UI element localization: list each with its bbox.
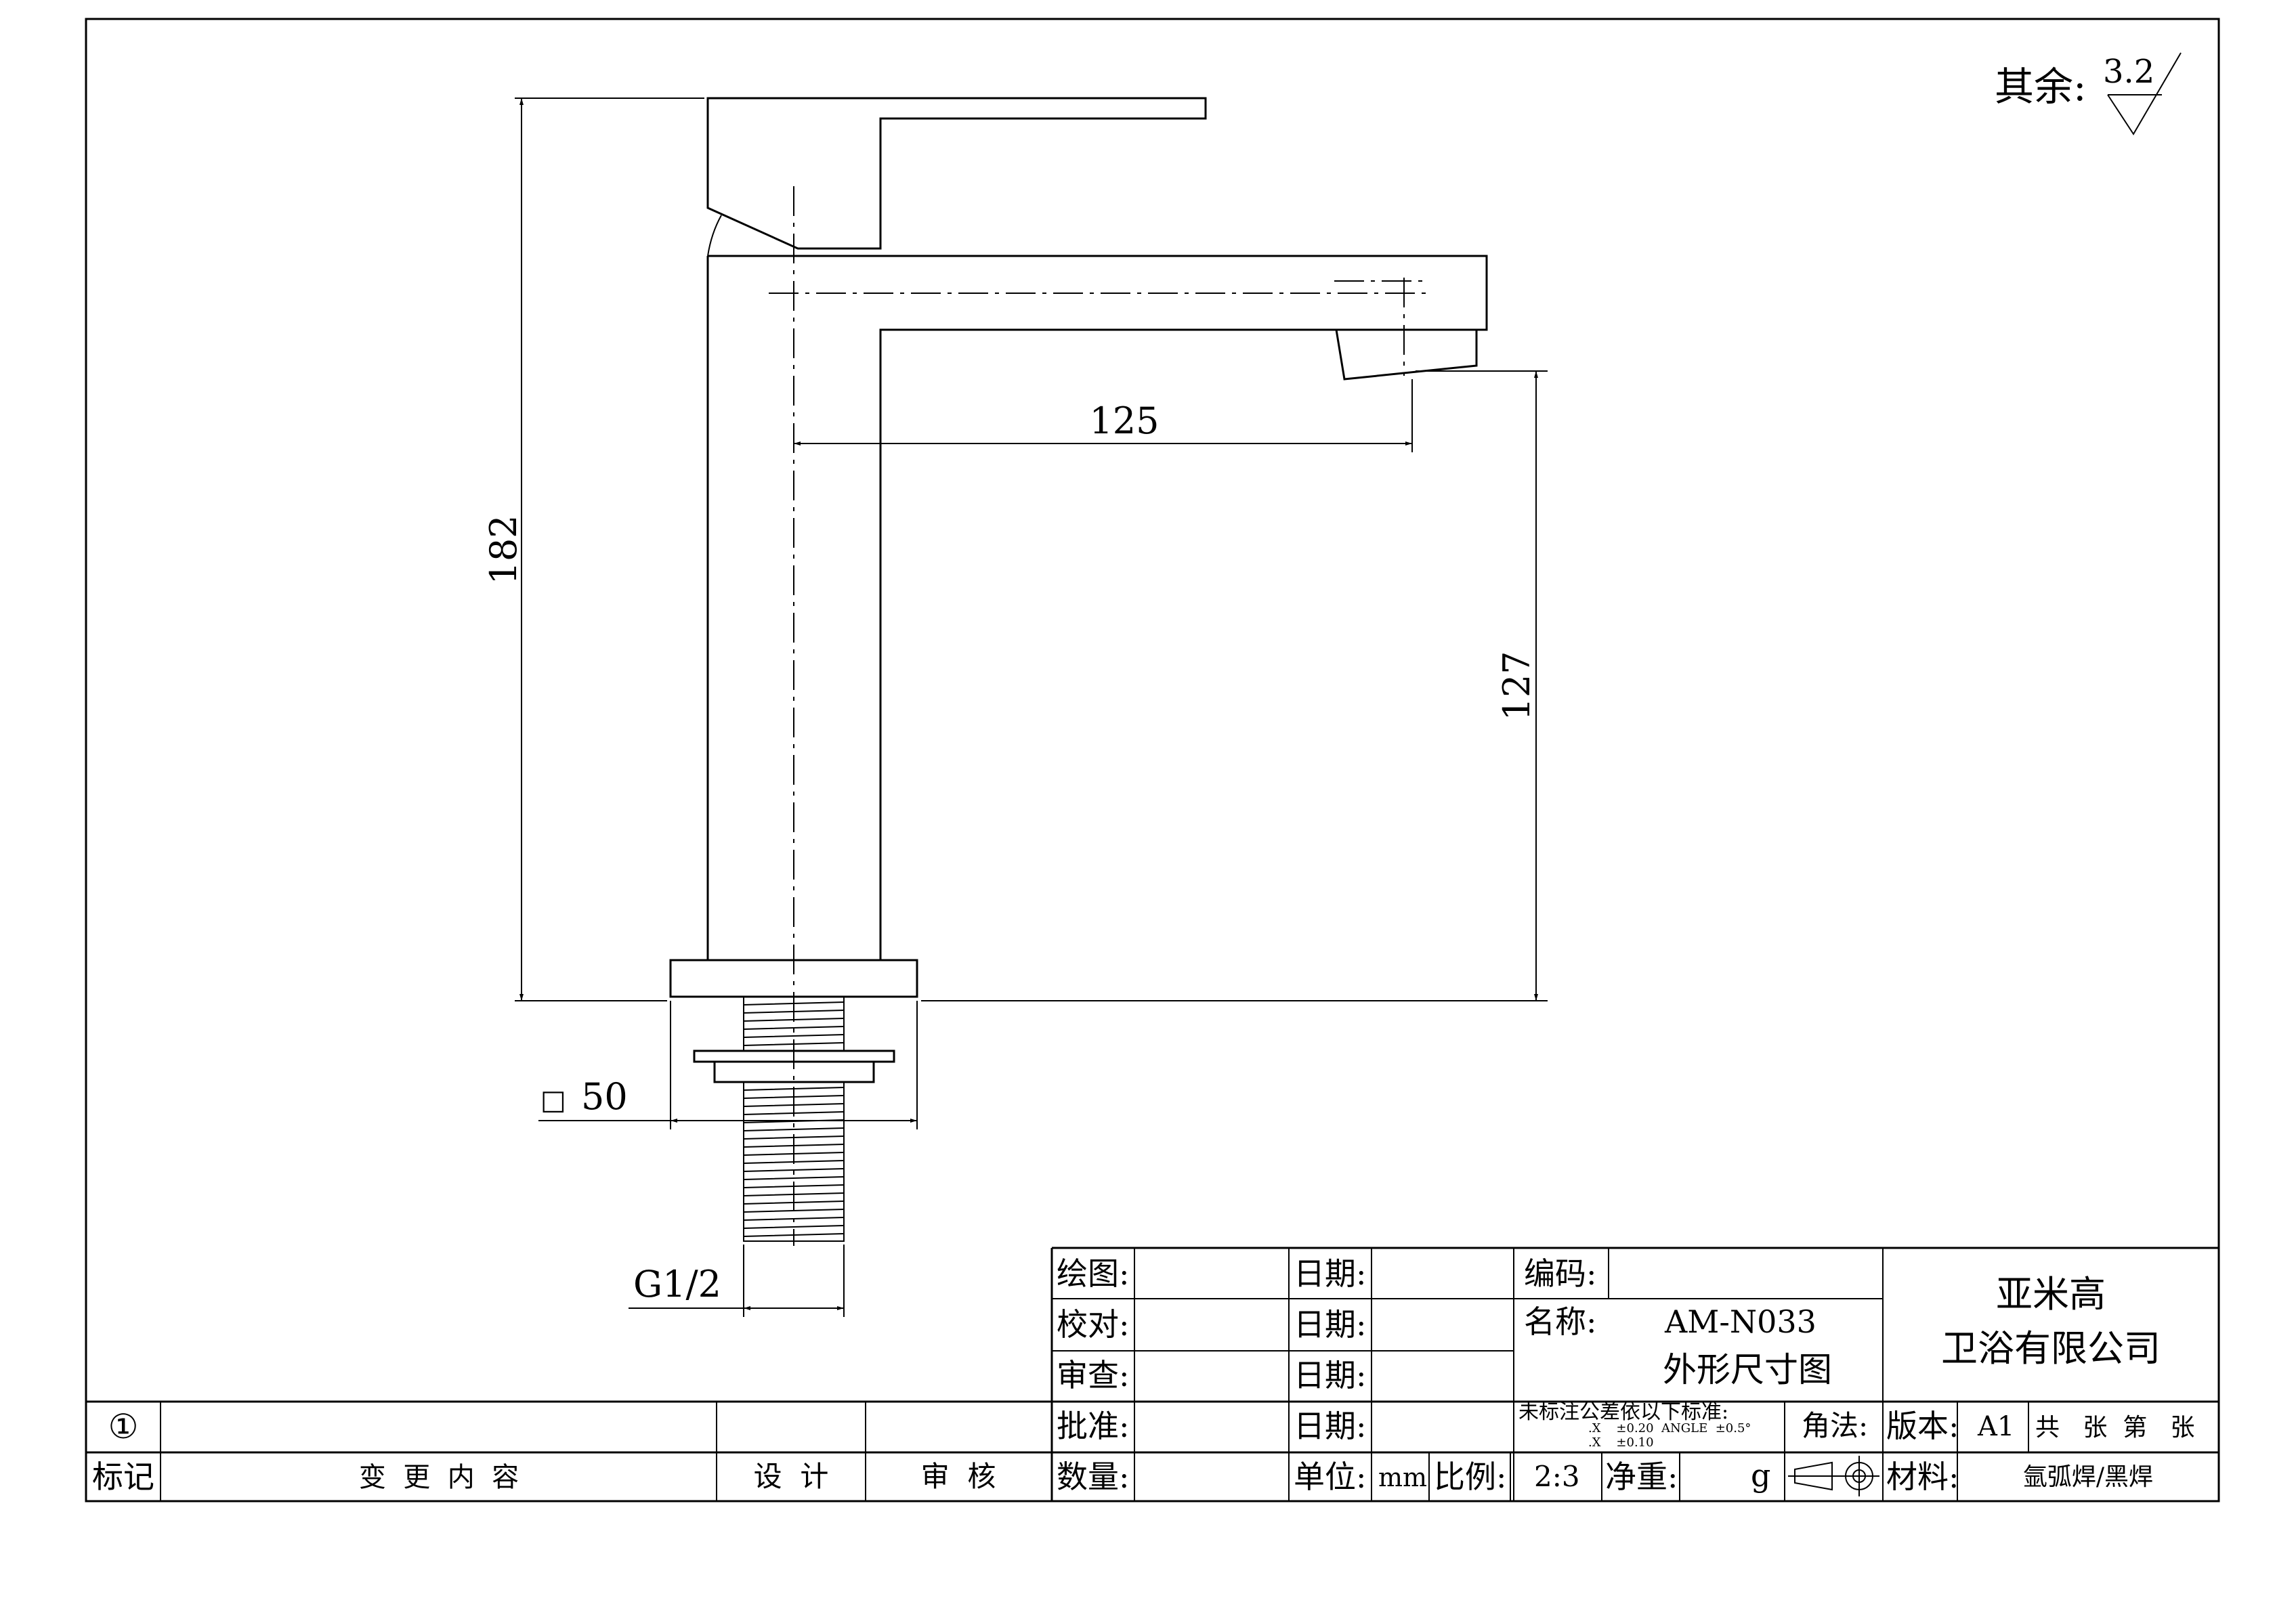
drawing-title: 外形尺寸图	[1663, 1350, 1832, 1389]
tolerance-row2: .X ±0.10	[1588, 1435, 1654, 1450]
faucet-body	[669, 97, 1488, 1246]
title-block	[86, 1247, 2219, 1501]
drawing-border	[85, 18, 2220, 1502]
date-label-1: 日期:	[1294, 1255, 1367, 1292]
dim-thread-text: G1/2	[633, 1263, 721, 1305]
projection-label: 角法:	[1802, 1409, 1868, 1442]
dim-base-50: □ 50	[538, 1001, 918, 1129]
material-value: 氩弧焊/黑焊	[2023, 1463, 2153, 1491]
material-label: 材料:	[1886, 1458, 1959, 1495]
dim-height-182: 182	[482, 98, 704, 1001]
title-block-text: 绘图: 校对: 审查: 批准: 数量: 日期: 日期: 日期: 日期: 单位: …	[1057, 1255, 2195, 1496]
scale-label: 比例:	[1434, 1458, 1507, 1495]
unit-value: mm	[1378, 1463, 1427, 1492]
checked-label: 校对:	[1057, 1306, 1130, 1343]
date-label-4: 日期:	[1294, 1408, 1367, 1444]
roughness-label: 其余:	[1995, 64, 2087, 110]
tolerance-row1: .X ±0.20 ANGLE ±0.5°	[1588, 1421, 1751, 1435]
dim-50-symbol: □	[540, 1085, 566, 1116]
drawn-label: 绘图:	[1057, 1255, 1130, 1292]
dim-127-text: 127	[1495, 651, 1538, 720]
version-label: 版本:	[1886, 1408, 1959, 1444]
dim-height-127: 127	[921, 370, 1548, 1001]
revision-review-label: 审 核	[921, 1460, 996, 1493]
code-label: 编码:	[1524, 1255, 1597, 1292]
model-number: AM-N033	[1664, 1303, 1816, 1340]
sheets-text: 共 张 第 张	[2035, 1414, 2195, 1442]
dim-reach-125: 125	[794, 379, 1413, 452]
unit-label: 单位:	[1294, 1458, 1367, 1495]
tolerance-title: 未标注公差依以下标准:	[1518, 1400, 1728, 1424]
dim-50-text: 50	[581, 1075, 628, 1118]
roughness-symbol: 其余: 3.2	[1995, 52, 2182, 135]
date-label-2: 日期:	[1294, 1306, 1367, 1343]
revision-block: ① 标记 变 更 内 容 设 计 审 核	[92, 1407, 996, 1495]
dim-182-text: 182	[482, 515, 525, 584]
revision-design-label: 设 计	[754, 1460, 829, 1493]
weight-label: 净重:	[1605, 1458, 1678, 1495]
roughness-value: 3.2	[2103, 53, 2154, 91]
quantity-label: 数量:	[1057, 1458, 1130, 1495]
version-value: A1	[1977, 1411, 2014, 1442]
reviewed-label: 审查:	[1057, 1357, 1130, 1393]
company-line2: 卫浴有限公司	[1941, 1327, 2161, 1370]
revision-mark-symbol: ①	[108, 1407, 139, 1446]
revision-content-label: 变 更 内 容	[359, 1462, 519, 1493]
name-label: 名称:	[1524, 1303, 1597, 1340]
company-line1: 亚米高	[1996, 1273, 2106, 1316]
approved-label: 批准:	[1057, 1408, 1130, 1444]
dim-125-text: 125	[1089, 399, 1159, 442]
projection-symbol-icon	[1788, 1456, 1879, 1496]
date-label-3: 日期:	[1294, 1357, 1367, 1393]
revision-mark-label: 标记	[92, 1458, 154, 1495]
weight-unit: g	[1751, 1457, 1770, 1494]
dim-thread: G1/2	[629, 1245, 845, 1317]
scale-value: 2:3	[1534, 1460, 1580, 1493]
